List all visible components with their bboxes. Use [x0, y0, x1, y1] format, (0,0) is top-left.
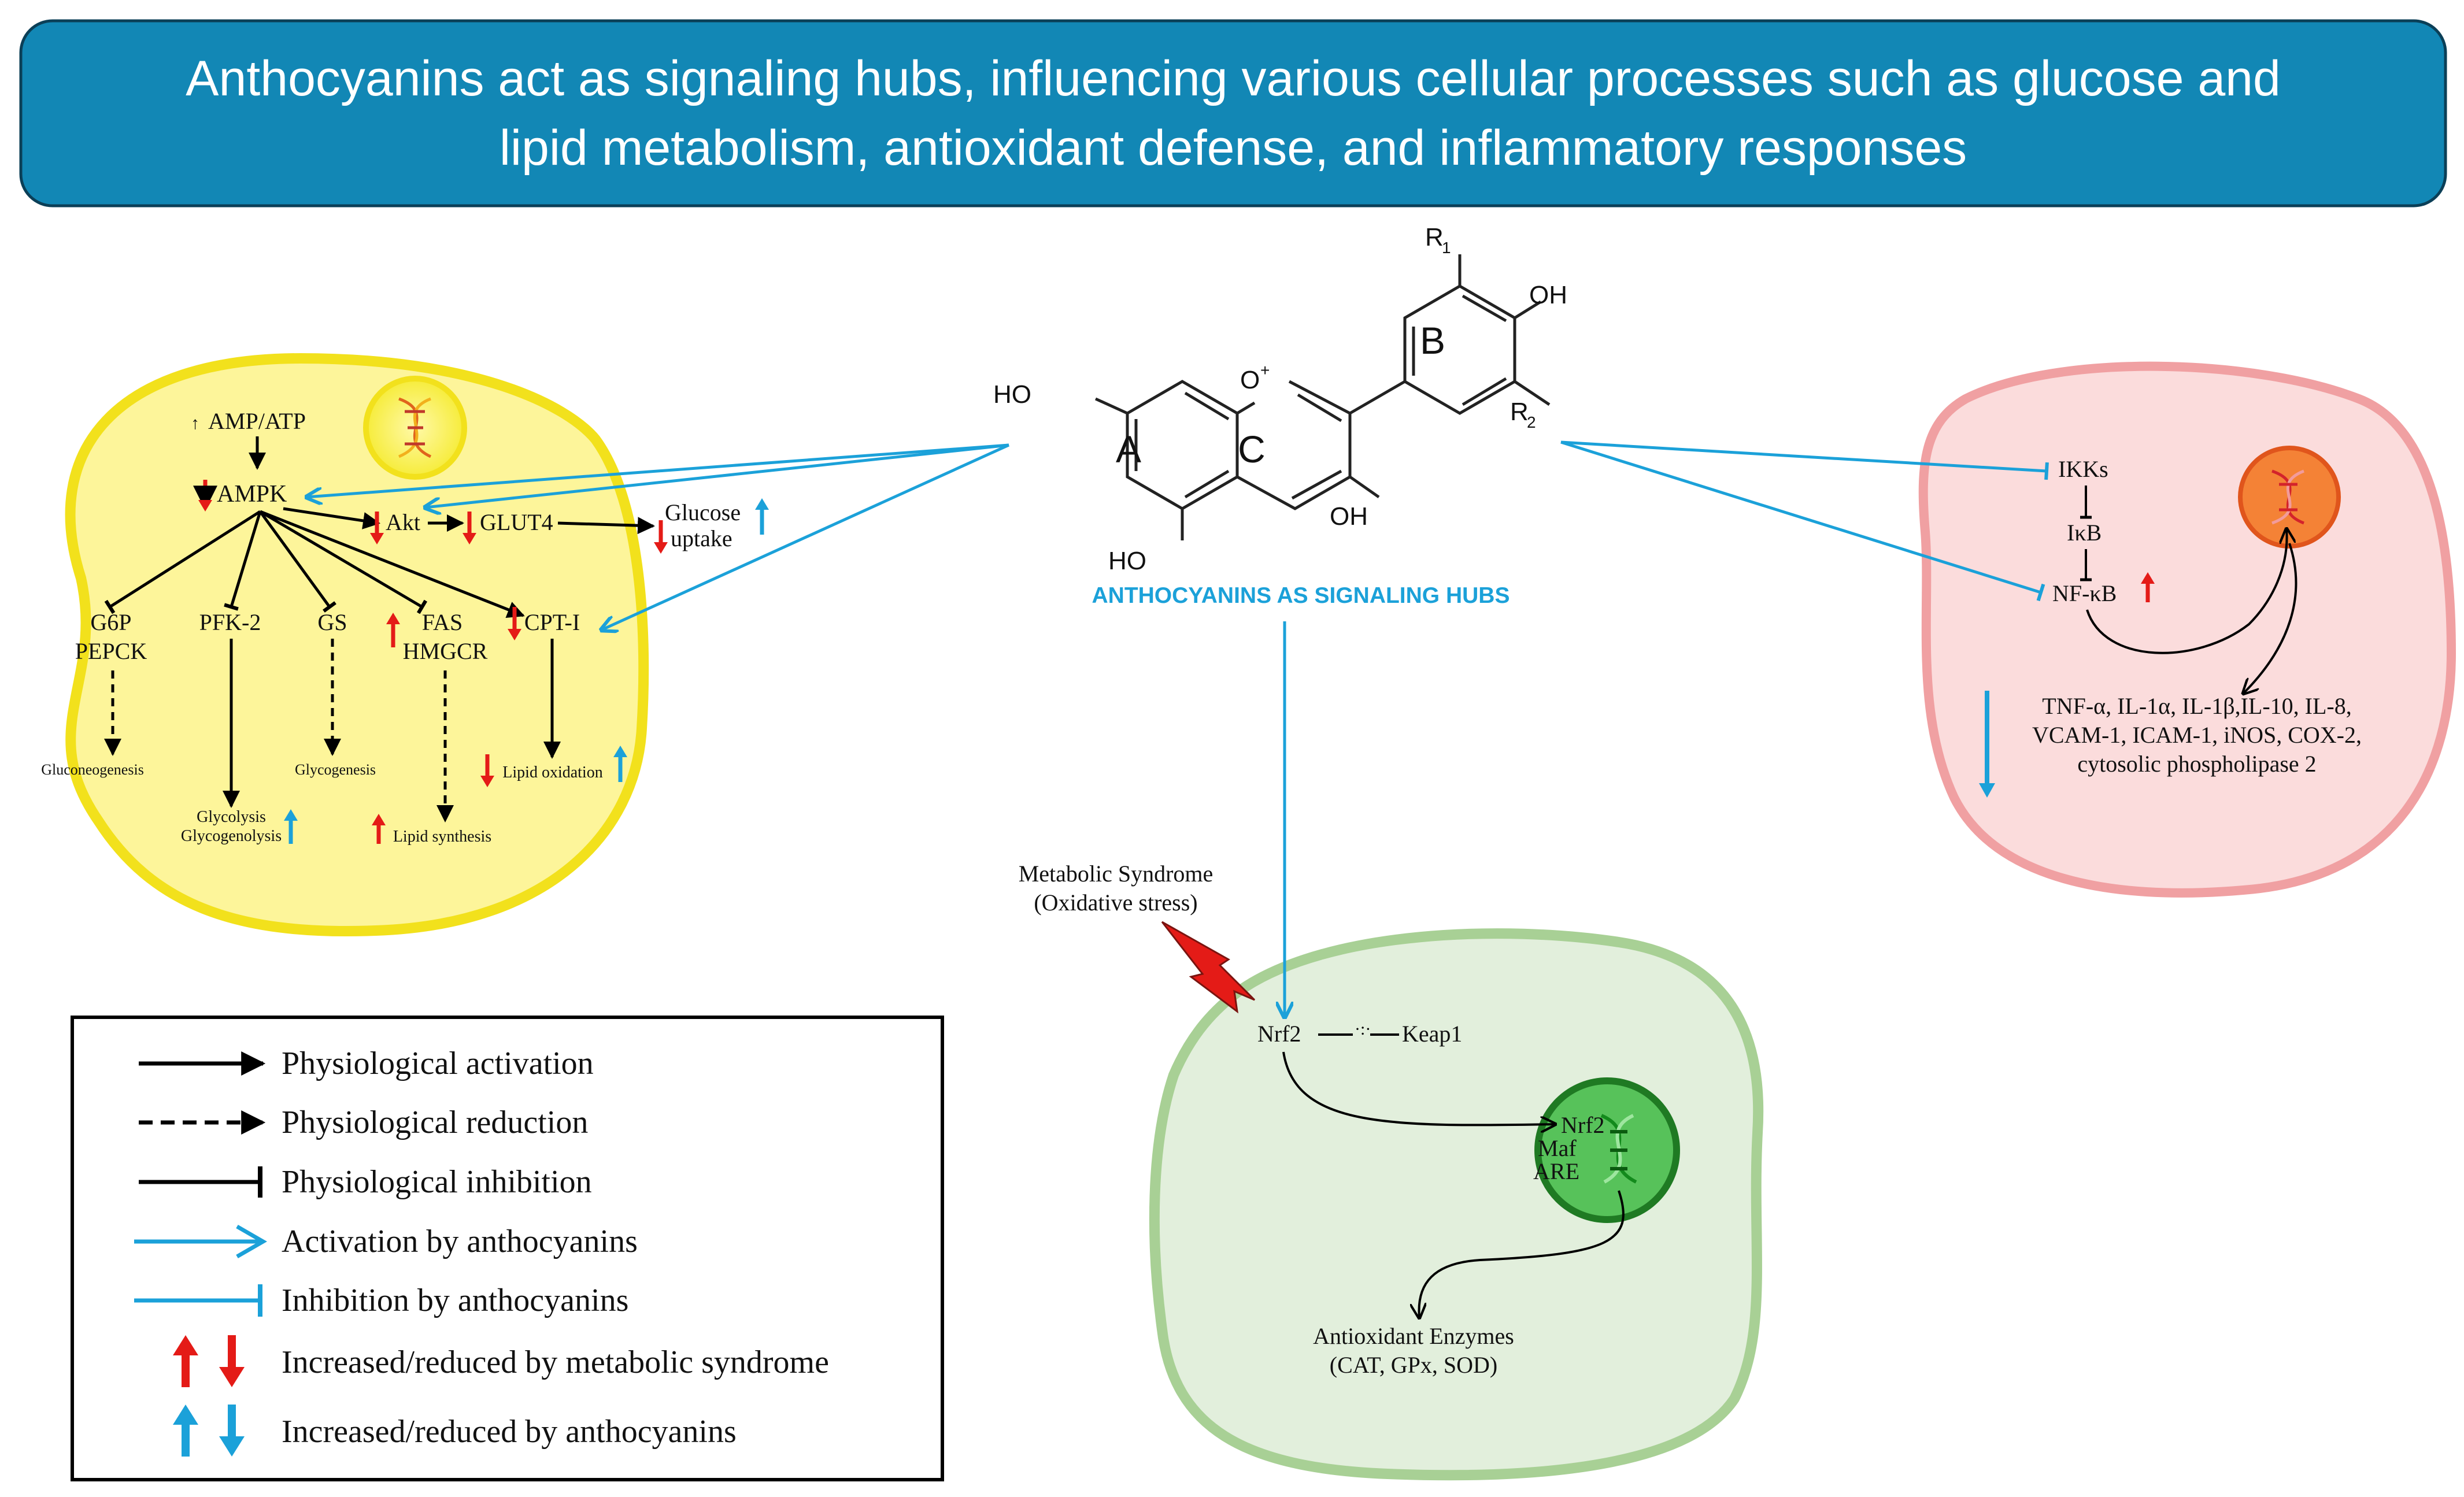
title-line-1: Anthocyanins act as signaling hubs, infl… [186, 51, 2281, 106]
nfkb-label: NF-κB [2052, 580, 2117, 606]
ampk-inhibits-g6p [104, 510, 261, 614]
legend-label-reduction: Physiological reduction [282, 1105, 588, 1140]
keap1-label: Keap1 [1402, 1021, 1462, 1047]
r2-label: R [1510, 398, 1529, 426]
nucleus-to-enzymes-arrow [1419, 1190, 1625, 1318]
ampk-label: AMPK [217, 481, 287, 507]
cytokines-line-2: VCAM-1, ICAM-1, iNOS, COX-2, [2032, 722, 2362, 748]
glucose-label: Glucose [665, 499, 741, 525]
nucleus-are-label: ARE [1533, 1158, 1579, 1184]
legend-label-ac-activation: Activation by anthocyanins [282, 1224, 638, 1259]
anthocyanin-actions-red [1560, 440, 2049, 602]
legend-label-ac-inhibition: Inhibition by anthocyanins [282, 1283, 628, 1318]
ho-ring-a-5-label: HO [1108, 547, 1146, 575]
cytokines-line-3: cytosolic phospholipase 2 [2077, 751, 2316, 777]
lightning-icon [1161, 921, 1256, 1014]
amp-atp-up-arrow: ↑ [191, 414, 199, 433]
ho-ring-a-7-label: HO [993, 380, 1031, 409]
activation-cpt1-arrow [601, 443, 1010, 630]
cpt1-label: CPT-I [524, 609, 580, 635]
green-nucleus [1534, 1077, 1680, 1223]
red-cell-pathways [2080, 486, 2297, 694]
oxonium-charge: + [1260, 361, 1270, 379]
glycogenolysis-label: Glycogenolysis [181, 827, 282, 845]
r1-label: R [1425, 223, 1444, 251]
inhibition-nfkb-line [1560, 440, 2045, 602]
gluconeogenesis-label: Gluconeogenesis [41, 761, 144, 778]
yellow-cell-pathways [104, 436, 655, 822]
nucleus-maf-label: Maf [1538, 1135, 1577, 1161]
uptake-label: uptake [671, 525, 732, 551]
oh-ring-b-label: OH [1529, 281, 1567, 309]
ampk-inhibits-fas [259, 510, 428, 614]
glut4-label: GLUT4 [480, 509, 553, 535]
anthocyanin-actions-yellow [306, 443, 1010, 630]
ring-a-bond [1126, 380, 1239, 510]
ring-a-label: A [1116, 428, 1141, 470]
pfk2-label: PFK-2 [199, 609, 261, 635]
ampk-to-cpt1-arrow [260, 510, 525, 618]
ampk-to-akt-arrow [283, 507, 380, 529]
enzymes-line-2: (CAT, GPx, SOD) [1330, 1352, 1497, 1378]
legend-label-ac: Increased/reduced by anthocyanins [282, 1414, 737, 1450]
r1-subscript: 1 [1442, 239, 1451, 257]
dna-icon [398, 397, 432, 458]
legend-label-ms: Increased/reduced by metabolic syndrome [282, 1344, 829, 1380]
legend-ac-arrows-symbol [173, 1405, 245, 1457]
r2-subscript: 2 [1527, 413, 1536, 431]
legend-box [71, 1016, 944, 1481]
legend-ms-arrows-symbol [173, 1335, 245, 1387]
ampk-inhibits-pfk2 [224, 511, 262, 611]
activation-akt-arrow [425, 443, 1009, 507]
nucleus-nrf2-label: Nrf2 [1561, 1112, 1605, 1138]
green-cell-membrane [1149, 928, 1764, 1481]
green-cell-pathways: ·:· [1282, 1020, 1625, 1318]
cytokines-line-1: TNF-α, IL-1α, IL-1β,IL-10, IL-8, [2042, 693, 2351, 719]
gs-label: GS [317, 609, 347, 635]
legend: Physiological activation Physiological r… [71, 1016, 944, 1481]
glycolysis-label: Glycolysis [197, 808, 266, 826]
nucleus-to-cytokines-arrow [2243, 543, 2297, 694]
pepck-label: PEPCK [75, 638, 147, 664]
legend-label-activation: Physiological activation [282, 1046, 594, 1081]
red-cell-membrane [1918, 361, 2456, 898]
lipid-oxidation-label: Lipid oxidation [502, 764, 602, 781]
legend-label-inhibition: Physiological inhibition [282, 1164, 592, 1200]
glut4-to-glucose-arrow [557, 517, 655, 535]
ampk-inhibits-gs [258, 510, 336, 613]
ring-b-label: B [1420, 319, 1445, 362]
yellow-cell-membrane [65, 353, 649, 937]
akt-label: Akt [386, 509, 420, 535]
red-cell [1918, 361, 2456, 898]
title-banner: Anthocyanins act as signaling hubs, infl… [19, 19, 2447, 207]
ring-c-label: C [1238, 428, 1266, 470]
nrf2-to-nucleus-arrow [1282, 1051, 1555, 1125]
hmgcr-label: HMGCR [403, 638, 488, 664]
oxonium-label: O [1240, 366, 1260, 394]
g6p-label: G6P [90, 609, 131, 635]
title-line-2: lipid metabolism, antioxidant defense, a… [500, 120, 1967, 176]
stress-line-1: Metabolic Syndrome [1019, 861, 1213, 887]
amp-atp-label: AMP/ATP [208, 408, 306, 434]
stress-line-2: (Oxidative stress) [1034, 890, 1197, 916]
lipid-synthesis-label: Lipid synthesis [393, 828, 491, 846]
oh-ring-c-label: OH [1330, 502, 1368, 531]
yellow-cell [65, 353, 649, 937]
enzymes-line-1: Antioxidant Enzymes [1313, 1323, 1514, 1349]
hub-label: ANTHOCYANINS AS SIGNALING HUBS [1092, 583, 1510, 608]
activation-ampk-arrow [306, 443, 1009, 497]
anthocyanin-structure [1094, 254, 1551, 540]
dna-icon [1600, 1114, 1637, 1184]
nfkb-to-nucleus-arrow [2086, 529, 2287, 654]
svg-text:·:·: ·:· [1355, 1020, 1371, 1039]
fas-label: FAS [422, 609, 463, 635]
inhibition-ikks-line [1560, 440, 2049, 480]
glycogenesis-label: Glycogenesis [295, 761, 376, 778]
ikks-label: IKKs [2058, 456, 2108, 482]
green-cell [1149, 928, 1764, 1481]
nrf2-label: Nrf2 [1257, 1021, 1301, 1047]
dna-icon [2271, 469, 2304, 525]
ikb-label: IκB [2067, 520, 2102, 546]
